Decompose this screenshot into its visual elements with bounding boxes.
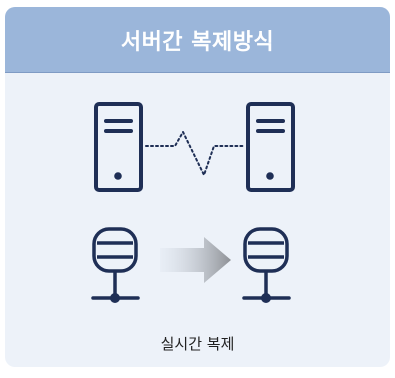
replication-arrow-icon <box>160 237 231 283</box>
card-title: 서버간 복제방식 <box>120 29 275 55</box>
left-server-icon <box>94 102 143 192</box>
replication-caption: 실시간 복제 <box>160 335 235 353</box>
card-header: 서버간 복제방식 <box>5 7 390 73</box>
left-database-icon <box>91 227 140 303</box>
replication-card: 서버간 복제방식 <box>5 7 390 367</box>
right-database-icon <box>242 227 291 303</box>
network-link-icon <box>145 131 246 176</box>
right-server-icon <box>246 102 295 192</box>
